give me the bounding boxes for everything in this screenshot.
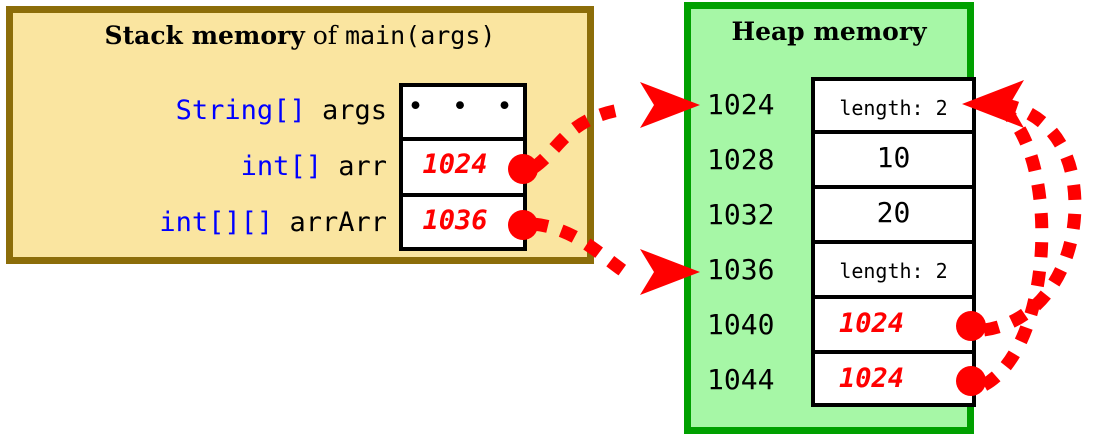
arrow-1040-to-1024-line (982, 97, 1082, 337)
heap-length-value: length: 2 (839, 96, 948, 120)
heap-address-label: 1036 (707, 253, 775, 286)
heap-address-label: 1024 (707, 88, 775, 121)
pointer-origin-dot-icon (956, 311, 986, 341)
stack-var-type: String[] (175, 95, 306, 126)
stack-pointer-value: 1036 (422, 205, 488, 236)
heap-address-label: 1040 (707, 308, 775, 341)
heap-memory-title: Heap memory (731, 17, 927, 46)
heap-value-cell: 1024 (811, 297, 986, 352)
heap-address-label: 1028 (707, 143, 775, 176)
heap-row: 1032 20 (691, 187, 976, 242)
heap-length-value: length: 2 (839, 259, 948, 283)
heap-row: 1040 1024 (691, 297, 986, 352)
pointer-origin-dot-icon (508, 210, 538, 240)
heap-pointer-value: 1024 (838, 308, 905, 339)
stack-title-method: main(args) (344, 21, 496, 50)
stack-memory-title: Stack memory of main(args) (13, 21, 587, 50)
stack-value-ellipsis: • • • (407, 91, 519, 122)
heap-value-cell: length: 2 (811, 242, 976, 297)
heap-value-cell: 10 (811, 132, 976, 187)
stack-var-name: args (321, 95, 387, 126)
heap-value-cell: 20 (811, 187, 976, 242)
heap-row: 1028 10 (691, 132, 976, 187)
heap-value-cell: length: 2 (811, 77, 976, 132)
stack-row: String[] args • • • (13, 83, 587, 139)
heap-address-label: 1032 (707, 198, 775, 231)
stack-declaration: int[][] arrArr (159, 195, 387, 251)
heap-int-value: 20 (876, 196, 911, 229)
heap-pointer-value: 1024 (838, 363, 905, 394)
heap-memory-panel: Heap memory 1024 length: 2 1028 10 1032 … (684, 2, 986, 434)
heap-address-label: 1044 (707, 363, 775, 396)
stack-value-cell: • • • (399, 83, 527, 139)
heap-int-value: 10 (876, 141, 911, 174)
heap-row: 1044 1024 (691, 352, 986, 407)
stack-declaration: String[] args (176, 83, 387, 139)
stack-row: int[] arr 1024 (13, 139, 587, 195)
stack-title-bold: Stack memory (104, 21, 305, 50)
stack-row: int[][] arrArr 1036 (13, 195, 587, 251)
stack-var-name: arr (338, 151, 387, 182)
heap-row: 1036 length: 2 (691, 242, 976, 297)
stack-memory-panel: Stack memory of main(args) String[] args… (6, 6, 594, 264)
stack-value-cell: 1036 (399, 195, 538, 251)
stack-value-cell: 1024 (399, 139, 538, 195)
pointer-origin-dot-icon (508, 154, 538, 184)
heap-value-cell: 1024 (811, 352, 986, 407)
arrow-1044-to-1024-line (980, 98, 1049, 391)
stack-pointer-value: 1024 (422, 149, 488, 180)
stack-var-type: int[] (240, 151, 322, 182)
pointer-origin-dot-icon (956, 366, 986, 396)
stack-var-type: int[][] (159, 207, 274, 238)
stack-declaration: int[] arr (241, 139, 387, 195)
heap-row: 1024 length: 2 (691, 77, 976, 132)
stack-title-of: of (304, 21, 345, 50)
stack-var-name: arrArr (289, 207, 387, 238)
